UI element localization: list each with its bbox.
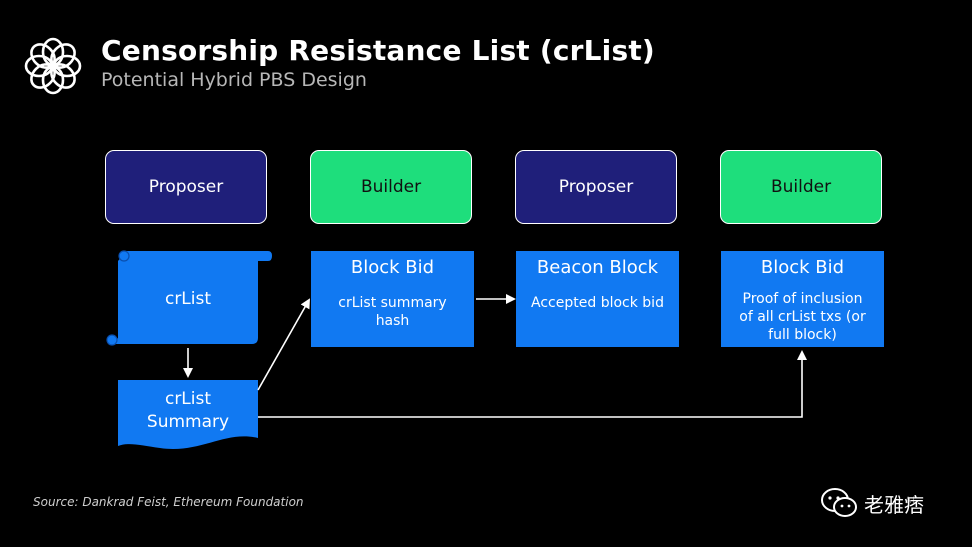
box-title: Block Bid <box>760 257 845 278</box>
header-proposer-1: Proposer <box>105 150 267 224</box>
box-subtitle: crList summary hash <box>338 295 447 329</box>
block-bid-box-2: Block Bid Proof of inclusion of all crLi… <box>721 251 884 347</box>
crlist-scroll-shape <box>106 250 272 346</box>
arrow-summary-to-final-bid <box>258 350 807 418</box>
crlist-label: crList <box>164 289 212 309</box>
header-label: Proposer <box>558 177 634 197</box>
flower-logo-icon <box>24 37 82 95</box>
beacon-block-box: Beacon Block Accepted block bid <box>516 251 679 347</box>
watermark: 老雅痞 <box>820 483 924 523</box>
summary-line-1: crList <box>164 389 212 409</box>
slide-title: Censorship Resistance List (crList) <box>101 34 655 67</box>
box-subtitle: Proof of inclusion of all crList txs (or… <box>739 291 866 343</box>
block-bid-box-1: Block Bid crList summary hash <box>311 251 474 347</box>
box-title: Beacon Block <box>536 257 659 278</box>
box-subtitle: Accepted block bid <box>531 295 664 311</box>
faded-footer-text: AL <box>905 496 919 506</box>
box-title: Block Bid <box>350 257 435 278</box>
header-label: Builder <box>360 177 422 197</box>
header-builder-2: Builder <box>720 150 882 224</box>
header-label: Proposer <box>148 177 224 197</box>
wechat-icon <box>821 488 857 517</box>
crlist-summary-shape <box>118 380 258 449</box>
watermark-text: 老雅痞 <box>864 492 924 517</box>
summary-line-2: Summary <box>146 412 230 432</box>
header-builder-1: Builder <box>310 150 472 224</box>
header-proposer-2: Proposer <box>515 150 677 224</box>
crlist-summary-label: crList Summary <box>118 388 258 434</box>
source-citation: Source: Dankrad Feist, Ethereum Foundati… <box>33 495 304 509</box>
arrow-summary-to-block-bid <box>257 298 310 391</box>
slide-subtitle: Potential Hybrid PBS Design <box>101 69 367 91</box>
header-label: Builder <box>770 177 832 197</box>
